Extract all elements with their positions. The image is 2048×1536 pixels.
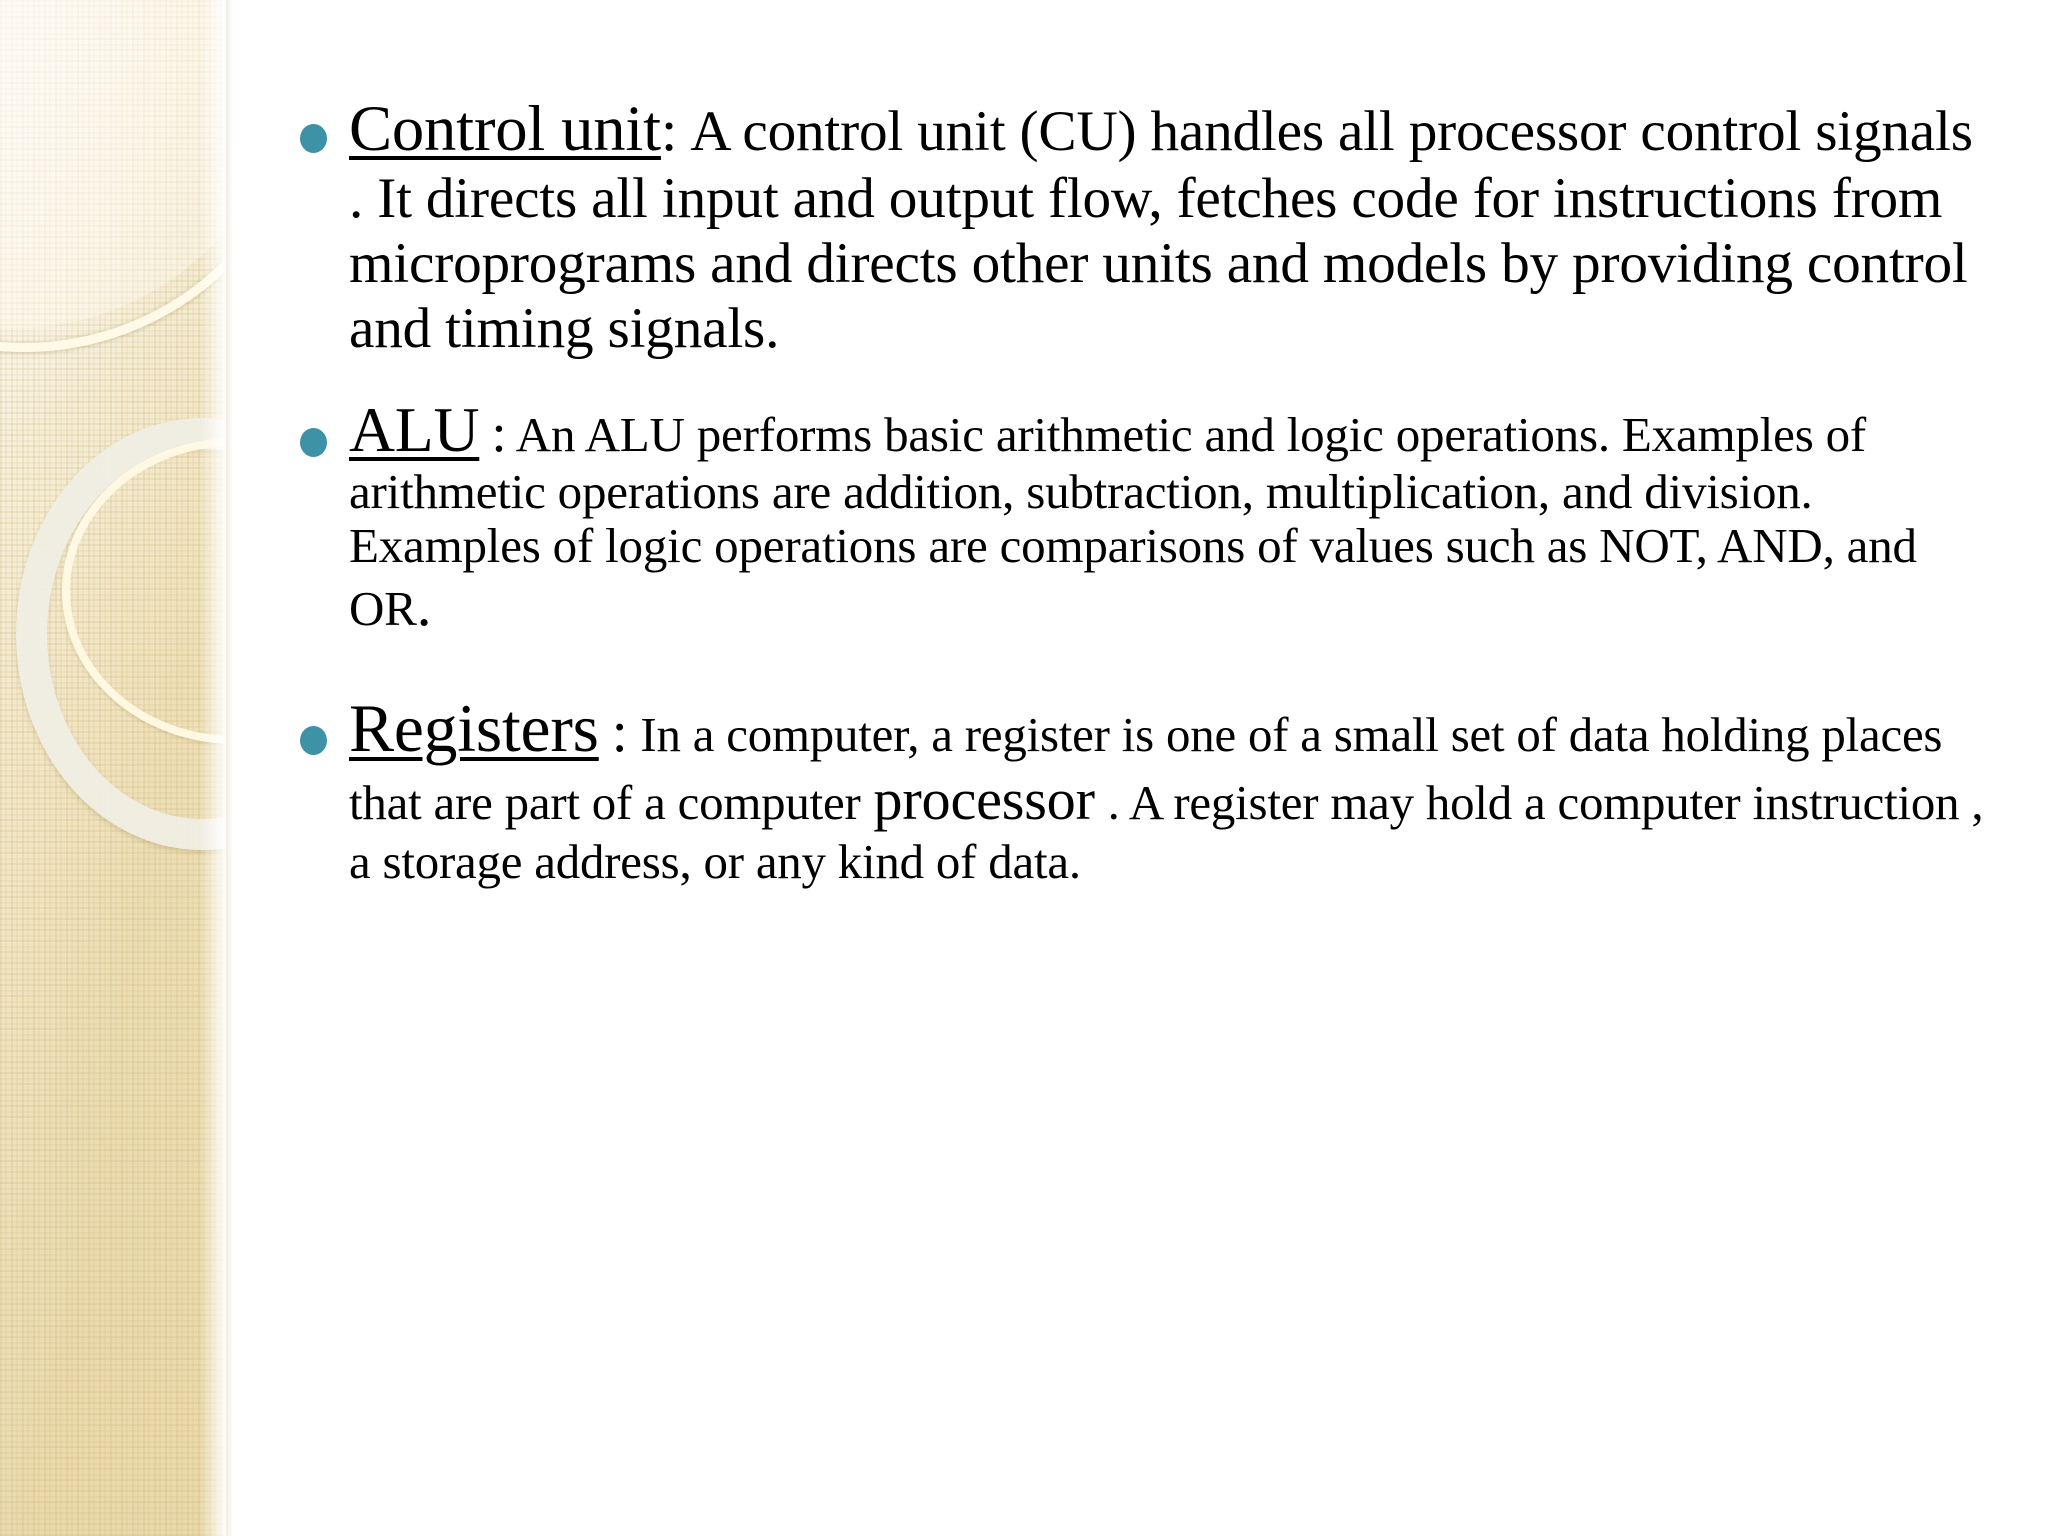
bullet-dot-icon bbox=[300, 726, 327, 755]
bullet-separator-alu: : bbox=[491, 402, 507, 464]
decorative-left-band bbox=[0, 0, 226, 1536]
bullet-lead-alu: ALU bbox=[349, 394, 480, 466]
bullet-text-registers: Registers : In a computer, a register is… bbox=[349, 691, 2000, 892]
band-edge-fade bbox=[200, 0, 226, 1536]
bullet-lead-control-unit: Control unit bbox=[349, 92, 661, 164]
bullet-body-registers-3: . A register may hold a computer instruc… bbox=[349, 775, 1984, 890]
bullet-dot-icon bbox=[300, 428, 327, 458]
bullet-separator-control-unit: : bbox=[660, 97, 678, 163]
bullet-dot-icon bbox=[300, 124, 327, 153]
bullet-body-registers-2: processor bbox=[873, 767, 1095, 833]
bullet-item-alu: ALU : An ALU performs basic arithmetic a… bbox=[300, 395, 2000, 639]
bullet-lead-registers: Registers bbox=[349, 691, 599, 766]
bullet-separator-registers: : bbox=[611, 699, 628, 764]
bullet-item-registers: Registers : In a computer, a register is… bbox=[300, 691, 2000, 892]
band-drop-shadow bbox=[226, 0, 233, 1536]
slide-body-content: Control unit: A control unit (CU) handle… bbox=[300, 92, 2000, 914]
bullet-body-control-unit: A control unit (CU) handles all processo… bbox=[349, 100, 1973, 361]
bullet-body-alu-final-period: . bbox=[416, 572, 432, 639]
bullet-text-alu: ALU : An ALU performs basic arithmetic a… bbox=[349, 395, 2000, 639]
bullet-item-control-unit: Control unit: A control unit (CU) handle… bbox=[300, 92, 2000, 361]
bullet-body-registers-1: In a computer, a register is one of a sm… bbox=[349, 707, 1943, 831]
bullet-text-control-unit: Control unit: A control unit (CU) handle… bbox=[349, 92, 2000, 361]
bullet-body-alu: An ALU performs basic arithmetic and log… bbox=[349, 407, 1917, 637]
